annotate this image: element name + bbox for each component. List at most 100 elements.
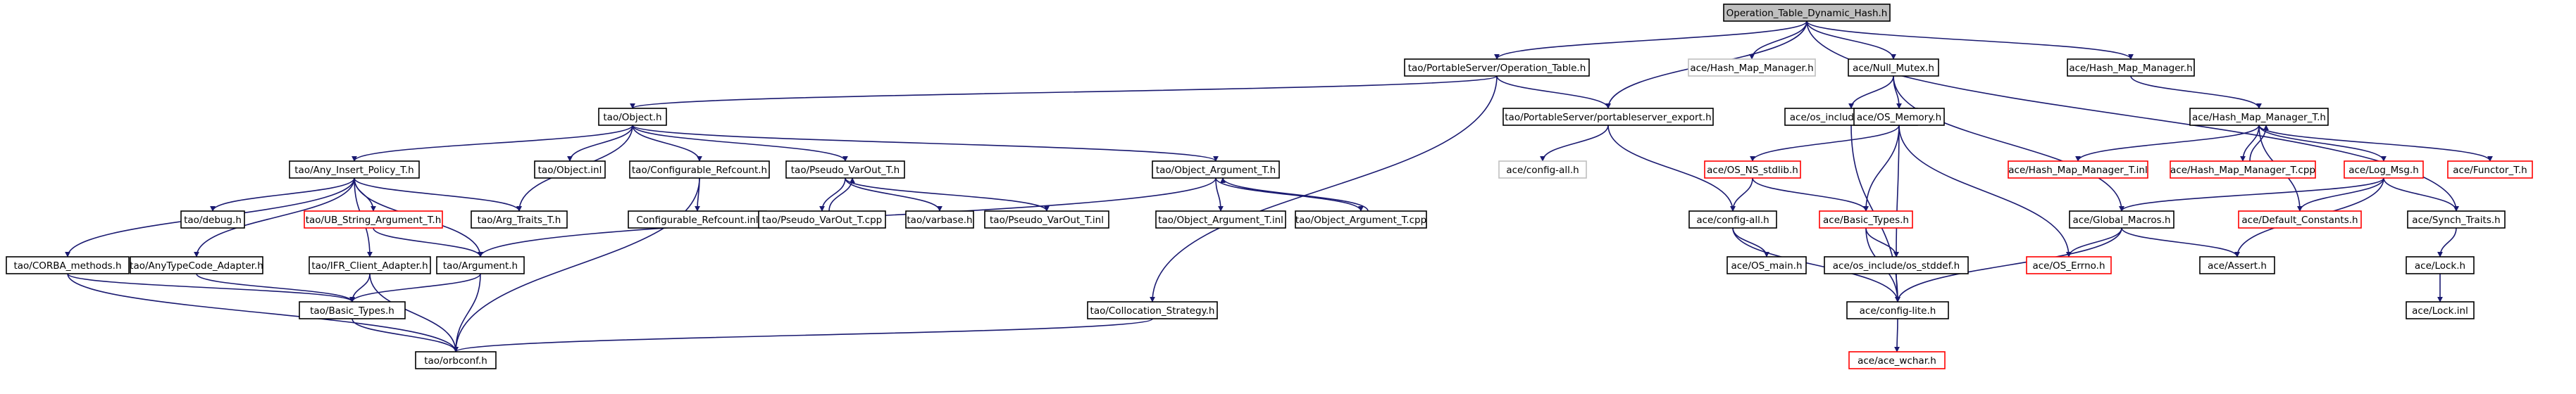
node-label-hmm: ace/Hash_Map_Manager.h (2069, 63, 2192, 74)
edge-hmm-to-hmmt (2130, 75, 2262, 109)
node-globalmacros[interactable]: ace/Global_Macros.h (2069, 210, 2174, 229)
edge-globalmacros-to-oserrno (2066, 227, 2122, 258)
edge-pseudovar-to-pv_cpp (819, 177, 846, 212)
node-oa_cpp[interactable]: tao/Object_Argument_T.cpp (1295, 210, 1427, 229)
node-functor[interactable]: ace/Functor_T.h (2447, 160, 2533, 179)
edge-object-to-anyinsert (351, 125, 633, 162)
node-box-functor (2447, 160, 2533, 179)
node-pstable[interactable]: tao/PortableServer/Operation_Table.h (1404, 58, 1590, 77)
node-label-pstable: tao/PortableServer/Operation_Table.h (1408, 63, 1586, 74)
node-hmmt_inl[interactable]: ace/Hash_Map_Manager_T.inl (2008, 160, 2148, 179)
node-basictypes_ace[interactable]: ace/Basic_Types.h (1819, 210, 1913, 229)
edge-osmemory-to-nsstdlib (1750, 125, 1900, 162)
edge-object-to-pseudovar (632, 125, 848, 162)
node-assert[interactable]: ace/Assert.h (2199, 256, 2275, 274)
node-pv_cpp[interactable]: tao/Pseudo_VarOut_T.cpp (758, 210, 886, 229)
node-osstddef[interactable]: ace/os_include/os_stddef.h (1824, 256, 1969, 274)
node-synchtraits[interactable]: ace/Synch_Traits.h (2407, 210, 2506, 229)
node-nullmutex[interactable]: ace/Null_Mutex.h (1848, 58, 1939, 77)
edge-logmsg-to-globalmacros (2119, 177, 2384, 212)
node-label-basictypes_ace: ace/Basic_Types.h (1823, 215, 1909, 226)
node-box-osmemory (1853, 108, 1945, 126)
node-label-globalmacros: ace/Global_Macros.h (2072, 215, 2170, 226)
node-box-argtraits (471, 210, 568, 229)
node-hmmt_cpp[interactable]: ace/Hash_Map_Manager_T.cpp (2170, 160, 2316, 179)
node-box-osstddef (1824, 256, 1969, 274)
node-box-objinl (534, 160, 606, 179)
edge-nsstdlib-to-configall (1730, 177, 1753, 212)
node-pseudovar[interactable]: tao/Pseudo_VarOut_T.h (785, 160, 905, 179)
node-label-pv_cpp: tao/Pseudo_VarOut_T.cpp (762, 215, 882, 226)
node-nsstdlib[interactable]: ace/OS_NS_stdlib.h (1704, 160, 1801, 179)
node-lock_inl[interactable]: ace/Lock.inl (2406, 301, 2475, 319)
edge-anytypecode-to-basictypes_tao (196, 273, 355, 303)
node-label-synchtraits: ace/Synch_Traits.h (2412, 215, 2500, 226)
edge-object-to-confref (632, 125, 702, 162)
node-label-basictypes_tao: tao/Basic_Types.h (310, 305, 394, 317)
node-box-oa_cpp (1295, 210, 1427, 229)
node-corba[interactable]: tao/CORBA_methods.h (6, 256, 130, 274)
node-box-hmmt_cpp (2170, 160, 2316, 179)
node-label-osstddef: ace/os_include/os_stddef.h (1833, 260, 1960, 272)
node-hmm[interactable]: ace/Hash_Map_Manager.h (2067, 58, 2195, 77)
node-label-argument: tao/Argument.h (443, 260, 518, 272)
node-oa_inl[interactable]: tao/Object_Argument_T.inl (1155, 210, 1286, 229)
node-oserrno[interactable]: ace/OS_Errno.h (2026, 256, 2112, 274)
node-configlite[interactable]: ace/config-lite.h (1846, 301, 1949, 319)
node-confref_inl[interactable]: Configurable_Refcount.inl (628, 210, 767, 229)
node-object[interactable]: tao/Object.h (598, 108, 667, 126)
node-label-acewchar: ace/ace_wchar.h (1858, 355, 1936, 367)
node-lock[interactable]: ace/Lock.h (2406, 256, 2475, 274)
node-psexport[interactable]: tao/PortableServer/portableserver_export… (1502, 108, 1714, 126)
node-varbase[interactable]: tao/varbase.h (905, 210, 974, 229)
node-box-anyinsert (289, 160, 420, 179)
node-box-root (1723, 4, 1891, 22)
node-label-oserrno: ace/OS_Errno.h (2032, 260, 2105, 272)
edge-osstddef-to-configlite (1894, 273, 1900, 303)
node-label-lock_inl: ace/Lock.inl (2412, 305, 2468, 317)
edge-argument-to-orbconf (453, 273, 481, 352)
edge-objarg-to-oa_inl (1215, 177, 1224, 212)
node-box-configall (1688, 210, 1777, 229)
node-osmemory[interactable]: ace/OS_Memory.h (1853, 108, 1945, 126)
node-osmain[interactable]: ace/OS_main.h (1726, 256, 1807, 274)
node-ifr[interactable]: tao/IFR_Client_Adapter.h (309, 256, 431, 274)
node-collocation[interactable]: tao/Collocation_Strategy.h (1087, 301, 1218, 319)
node-argument[interactable]: tao/Argument.h (436, 256, 525, 274)
node-label-osmemory: ace/OS_Memory.h (1857, 112, 1941, 123)
node-root[interactable]: Operation_Table_Dynamic_Hash.h (1723, 4, 1891, 22)
edge-nullmutex-to-errno_os (1848, 75, 1894, 109)
node-defconst[interactable]: ace/Default_Constants.h (2238, 210, 2362, 229)
node-hmmt[interactable]: ace/Hash_Map_Manager_T.h (2189, 108, 2329, 126)
node-orbconf[interactable]: tao/orbconf.h (415, 351, 497, 369)
node-argtraits[interactable]: tao/Arg_Traits_T.h (471, 210, 568, 229)
node-objarg[interactable]: tao/Object_Argument_T.h (1152, 160, 1280, 179)
node-label-root: Operation_Table_Dynamic_Hash.h (1726, 8, 1888, 19)
node-anytypecode[interactable]: tao/AnyTypeCode_Adapter.h (130, 256, 263, 274)
node-pv_inl[interactable]: tao/Pseudo_VarOut_T.inl (984, 210, 1109, 229)
node-logmsg[interactable]: ace/Log_Msg.h (2344, 160, 2424, 179)
node-box-defconst (2238, 210, 2362, 229)
node-objinl[interactable]: tao/Object.inl (534, 160, 606, 179)
node-box-ifr (309, 256, 431, 274)
node-label-corba: tao/CORBA_methods.h (13, 260, 121, 272)
edge-logmsg-to-defconst (2297, 177, 2384, 212)
node-basictypes_tao[interactable]: tao/Basic_Types.h (299, 301, 406, 319)
edge-psexport-to-configall_gray (1540, 125, 1609, 162)
node-confref[interactable]: tao/Configurable_Refcount.h (629, 160, 770, 179)
node-configall[interactable]: ace/config-all.h (1688, 210, 1777, 229)
edges-layer (65, 20, 2493, 352)
node-box-corba (6, 256, 130, 274)
edge-object-to-objinl (567, 125, 633, 162)
node-label-ubstring: tao/UB_String_Argument_T.h (306, 215, 442, 226)
node-box-nsstdlib (1704, 160, 1801, 179)
node-box-assert (2199, 256, 2275, 274)
node-ubstring[interactable]: tao/UB_String_Argument_T.h (304, 210, 443, 229)
node-hmm_gray[interactable]: ace/Hash_Map_Manager.h (1688, 58, 1816, 77)
node-anyinsert[interactable]: tao/Any_Insert_Policy_T.h (289, 160, 420, 179)
node-label-configlite: ace/config-lite.h (1860, 305, 1936, 317)
node-box-varbase (905, 210, 974, 229)
node-configall_gray[interactable]: ace/config-all.h (1498, 160, 1587, 179)
node-acewchar[interactable]: ace/ace_wchar.h (1848, 351, 1946, 369)
node-debug[interactable]: tao/debug.h (180, 210, 245, 229)
